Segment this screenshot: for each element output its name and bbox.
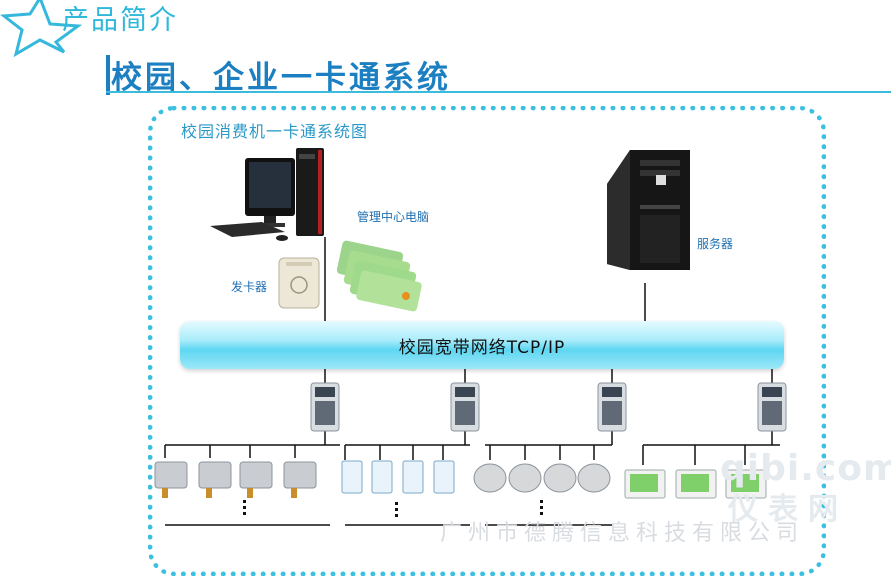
diagram-caption: 校园消费机一卡通系统图 [181,122,369,141]
ellipsis-dots-1 [243,500,246,515]
controller-group-3 [473,463,611,493]
diagram-canvas [0,0,787,526]
card-issuer-label: 发卡器 [231,280,268,294]
pos-terminal-icon-4 [757,382,787,432]
title-accent-bar [106,55,110,95]
connector-lines [164,237,780,526]
center-pc-label: 管理中心电脑 [357,210,430,224]
network-bar [180,321,784,369]
water-controller-pipes-1 [162,488,297,498]
terminal-group-4 [624,469,767,499]
section-title: 产品简介 [62,5,178,36]
ellipsis-dots-3 [540,500,543,515]
server-icon [607,150,690,270]
watermark-brand: 仪表网 [728,492,848,527]
water-controller-group-1 [154,461,317,489]
title-divider [106,91,891,93]
star-icon [0,0,83,58]
watermark-site: qibi.com [720,448,891,489]
card-reader-icon [278,257,320,309]
computer-icon [210,148,324,241]
meter-group-2 [341,460,455,494]
pos-terminal-icon-2 [450,382,480,432]
pos-terminal-icon-3 [597,382,627,432]
pos-terminal-icon-1 [310,382,340,432]
server-label: 服务器 [697,237,734,251]
network-label: 校园宽带网络TCP/IP [398,338,566,358]
cards-icon [336,240,422,312]
footer-company: 广州市德腾信息科技有限公司 [440,521,805,546]
page-title: 校园、企业一卡通系统 [111,60,451,96]
ellipsis-dots-2 [395,502,398,517]
